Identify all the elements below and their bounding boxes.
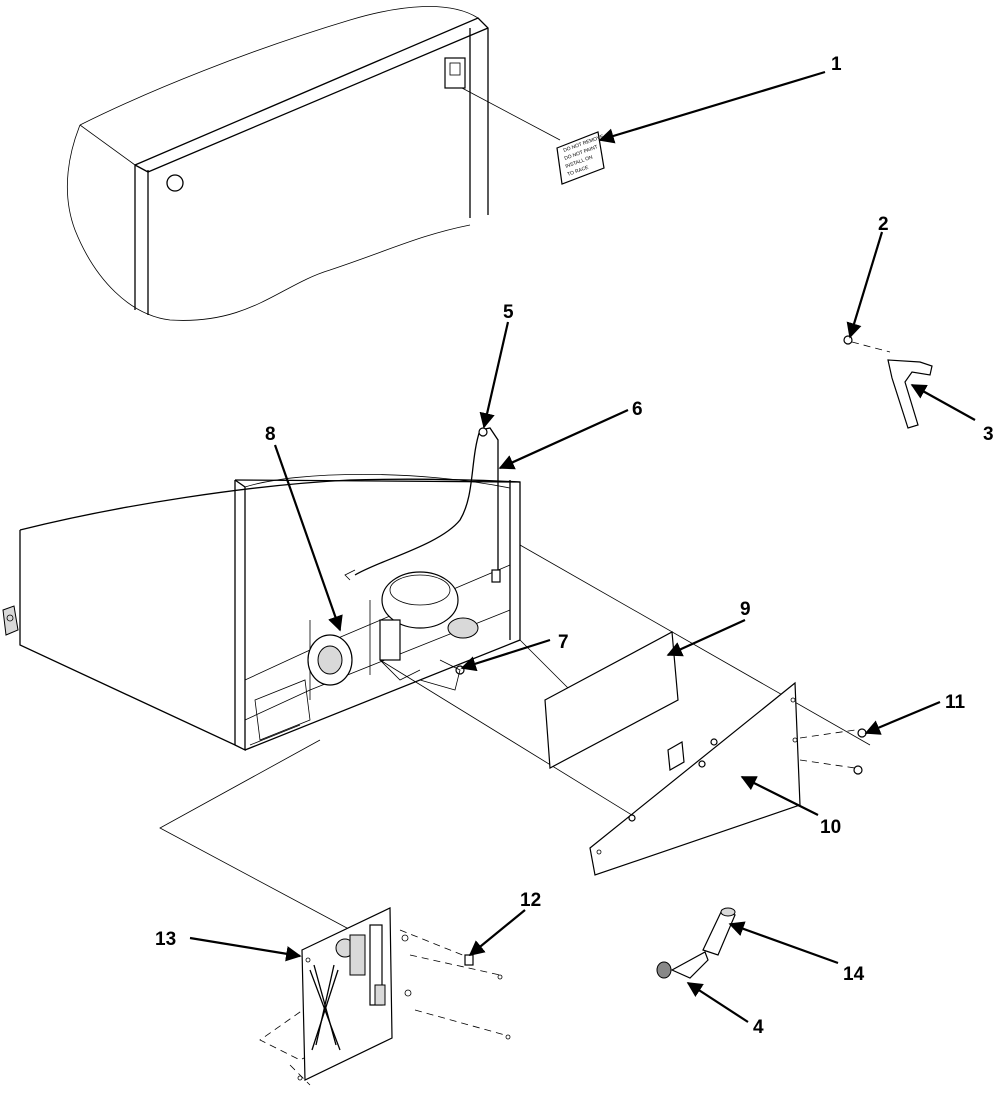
part-11-screws [853,728,867,775]
callout-arrows [189,70,976,1023]
callout-5: 5 [503,302,514,323]
callout-8: 8 [265,424,276,445]
callout-12: 12 [520,890,541,911]
callout-3: 3 [983,424,994,445]
callout-1: 1 [831,54,842,75]
callout-11: 11 [945,692,966,713]
part-4-14-filter [656,907,736,979]
part-13-control-bracket [297,907,412,1081]
callout-9: 9 [740,599,751,620]
callout-numbers: 1 2 3 4 5 6 7 8 9 10 11 12 13 14 [155,54,994,1038]
part-1-label-plate: DO NOT REMOVE DO NOT PAINT INSTALL ON TO… [556,131,605,185]
part-2-3-tube-assembly [843,335,933,429]
callout-2: 2 [878,214,889,235]
callout-13: 13 [155,929,176,950]
lower-cabinet [2,427,521,752]
callout-14: 14 [843,964,865,985]
part-10-grille [589,681,801,876]
callout-10: 10 [820,817,841,838]
assembly-lines [159,544,871,1086]
upper-cabinet [66,6,561,321]
callout-6: 6 [632,399,643,420]
part-12-clip [464,954,511,1040]
part-9-panel [544,631,679,769]
callout-7: 7 [558,632,569,653]
callout-4: 4 [753,1017,764,1038]
